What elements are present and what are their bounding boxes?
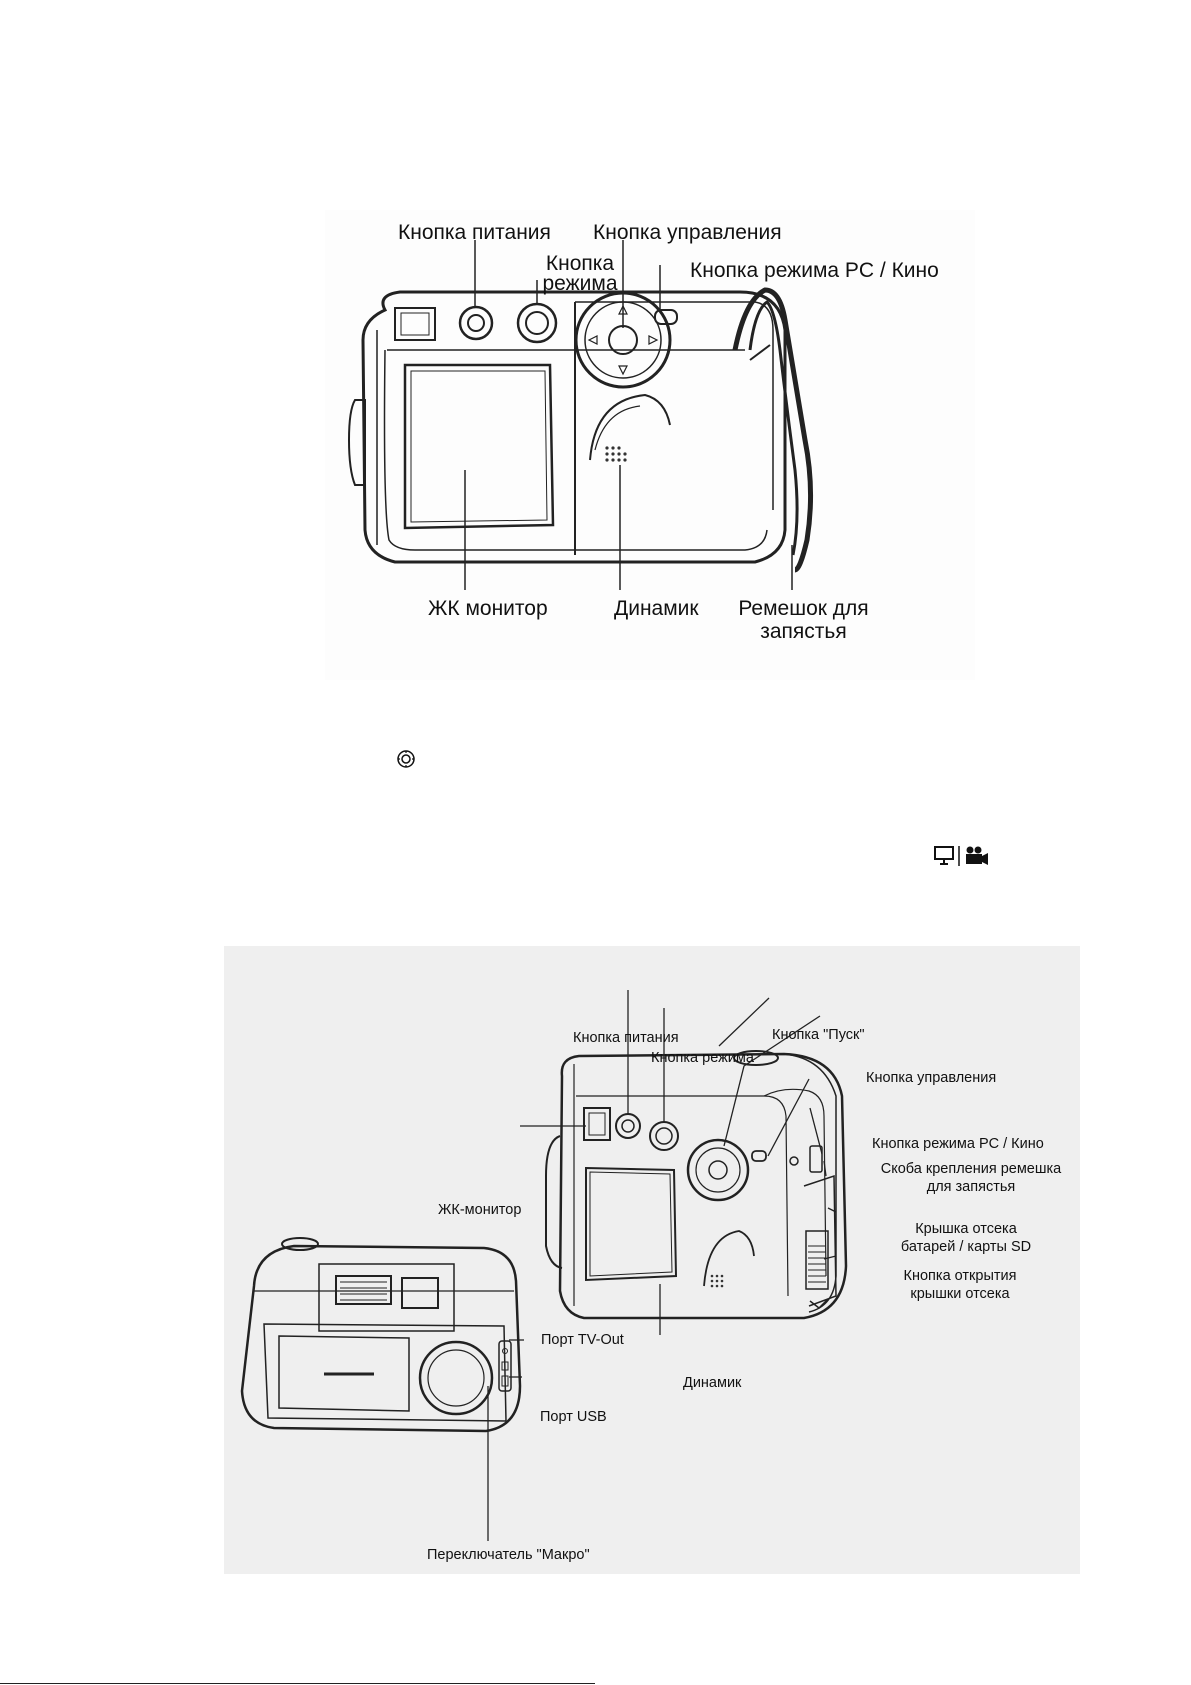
target-icon — [397, 750, 415, 773]
figure-camera-back — [325, 210, 975, 680]
label-speaker-2: Динамик — [683, 1375, 742, 1391]
label-wrist-strap-line2: запястья — [760, 620, 847, 643]
monitor-movie-icon — [934, 845, 994, 872]
label-mode-button-line2: режима — [542, 272, 618, 295]
label-shutter-button: Кнопка "Пуск" — [772, 1027, 865, 1043]
camera-perspective-drawing — [240, 990, 848, 1541]
label-control-button: Кнопка управления — [593, 221, 782, 244]
label-battery-cover-line2: батарей / карты SD — [900, 1239, 1032, 1255]
label-mode-button-line1: Кнопка — [545, 252, 615, 275]
label-tv-out-port: Порт TV-Out — [541, 1332, 624, 1348]
label-strap-mount-line1: Скоба крепления ремешка — [880, 1161, 1062, 1177]
label-speaker: Динамик — [614, 597, 699, 620]
label-usb-port: Порт USB — [540, 1409, 607, 1425]
figure-camera-perspective — [224, 946, 1080, 1574]
label-battery-cover-line1: Крышка отсека — [915, 1221, 1017, 1237]
label-wrist-strap-line1: Ремешок для — [738, 597, 869, 620]
label-cover-open-button-line2: крышки отсека — [910, 1286, 1010, 1302]
label-lcd-monitor: ЖК монитор — [428, 597, 548, 620]
label-power-button: Кнопка питания — [398, 221, 551, 244]
label-lcd-monitor-2: ЖК-монитор — [438, 1202, 522, 1218]
label-pc-movie-button-2: Кнопка режима PC / Кино — [872, 1136, 1044, 1152]
footnote-divider — [0, 1683, 595, 1684]
label-pc-movie-button: Кнопка режима PC / Кино — [690, 259, 939, 282]
label-power-button-2: Кнопка питания — [573, 1030, 679, 1046]
camera-back-drawing — [347, 240, 814, 590]
label-macro-switch: Переключатель "Макро" — [427, 1547, 590, 1563]
label-strap-mount-line2: для запястья — [926, 1179, 1016, 1195]
label-cover-open-button-line1: Кнопка открытия — [903, 1268, 1017, 1284]
label-mode-button-2: Кнопка режима — [651, 1050, 754, 1066]
label-control-button-2: Кнопка управления — [866, 1070, 997, 1086]
